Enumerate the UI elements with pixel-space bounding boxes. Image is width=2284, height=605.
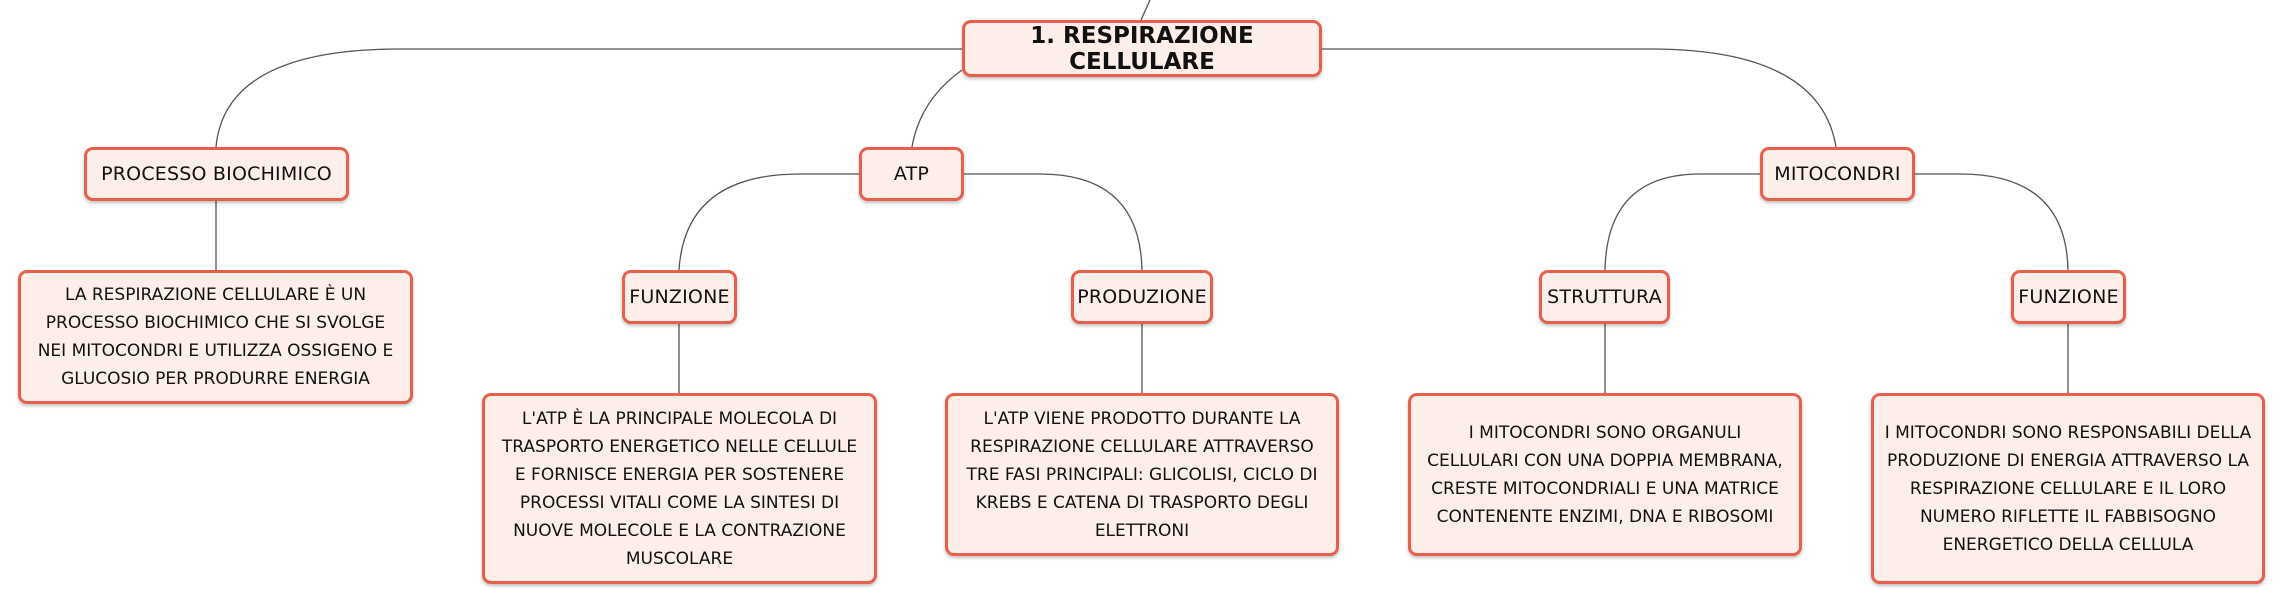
note-atp-produzione-text: L'ATP VIENE PRODOTTO DURANTE LA RESPIRAZ… bbox=[966, 408, 1318, 541]
topic-atp-label: ATP bbox=[893, 163, 930, 185]
note-processo-biochimico-text: LA RESPIRAZIONE CELLULARE È UN PROCESSO … bbox=[37, 285, 394, 389]
root-topic[interactable]: 1. RESPIRAZIONE CELLULARE bbox=[962, 20, 1322, 77]
topic-atp-produzione[interactable]: PRODUZIONE bbox=[1071, 270, 1213, 324]
topic-atp[interactable]: ATP bbox=[859, 147, 964, 201]
topic-mitocondri-label: MITOCONDRI bbox=[1774, 163, 1901, 185]
root-topic-label: 1. RESPIRAZIONE CELLULARE bbox=[1030, 22, 1254, 75]
topic-processo-biochimico[interactable]: PROCESSO BIOCHIMICO bbox=[84, 147, 349, 201]
topic-mitocondri[interactable]: MITOCONDRI bbox=[1760, 147, 1915, 201]
note-atp-funzione-text: L'ATP È LA PRINCIPALE MOLECOLA DI TRASPO… bbox=[501, 408, 858, 569]
note-atp-produzione[interactable]: L'ATP VIENE PRODOTTO DURANTE LA RESPIRAZ… bbox=[945, 393, 1339, 556]
note-mitocondri-funzione[interactable]: I MITOCONDRI SONO RESPONSABILI DELLA PRO… bbox=[1871, 393, 2265, 584]
note-processo-biochimico[interactable]: LA RESPIRAZIONE CELLULARE È UN PROCESSO … bbox=[18, 270, 413, 404]
note-mitocondri-struttura-text: I MITOCONDRI SONO ORGANULI CELLULARI CON… bbox=[1427, 422, 1783, 527]
topic-processo-biochimico-label: PROCESSO BIOCHIMICO bbox=[101, 163, 332, 185]
note-mitocondri-struttura[interactable]: I MITOCONDRI SONO ORGANULI CELLULARI CON… bbox=[1408, 393, 1802, 556]
topic-mitocondri-struttura-label: STRUTTURA bbox=[1547, 286, 1662, 308]
topic-mitocondri-funzione-label: FUNZIONE bbox=[2018, 286, 2119, 308]
topic-mitocondri-funzione[interactable]: FUNZIONE bbox=[2011, 270, 2126, 324]
topic-atp-produzione-label: PRODUZIONE bbox=[1077, 286, 1207, 308]
topic-atp-funzione-label: FUNZIONE bbox=[629, 286, 730, 308]
topic-mitocondri-struttura[interactable]: STRUTTURA bbox=[1539, 270, 1670, 324]
note-mitocondri-funzione-text: I MITOCONDRI SONO RESPONSABILI DELLA PRO… bbox=[1884, 422, 2252, 555]
note-atp-funzione[interactable]: L'ATP È LA PRINCIPALE MOLECOLA DI TRASPO… bbox=[482, 393, 877, 584]
topic-atp-funzione[interactable]: FUNZIONE bbox=[622, 270, 737, 324]
